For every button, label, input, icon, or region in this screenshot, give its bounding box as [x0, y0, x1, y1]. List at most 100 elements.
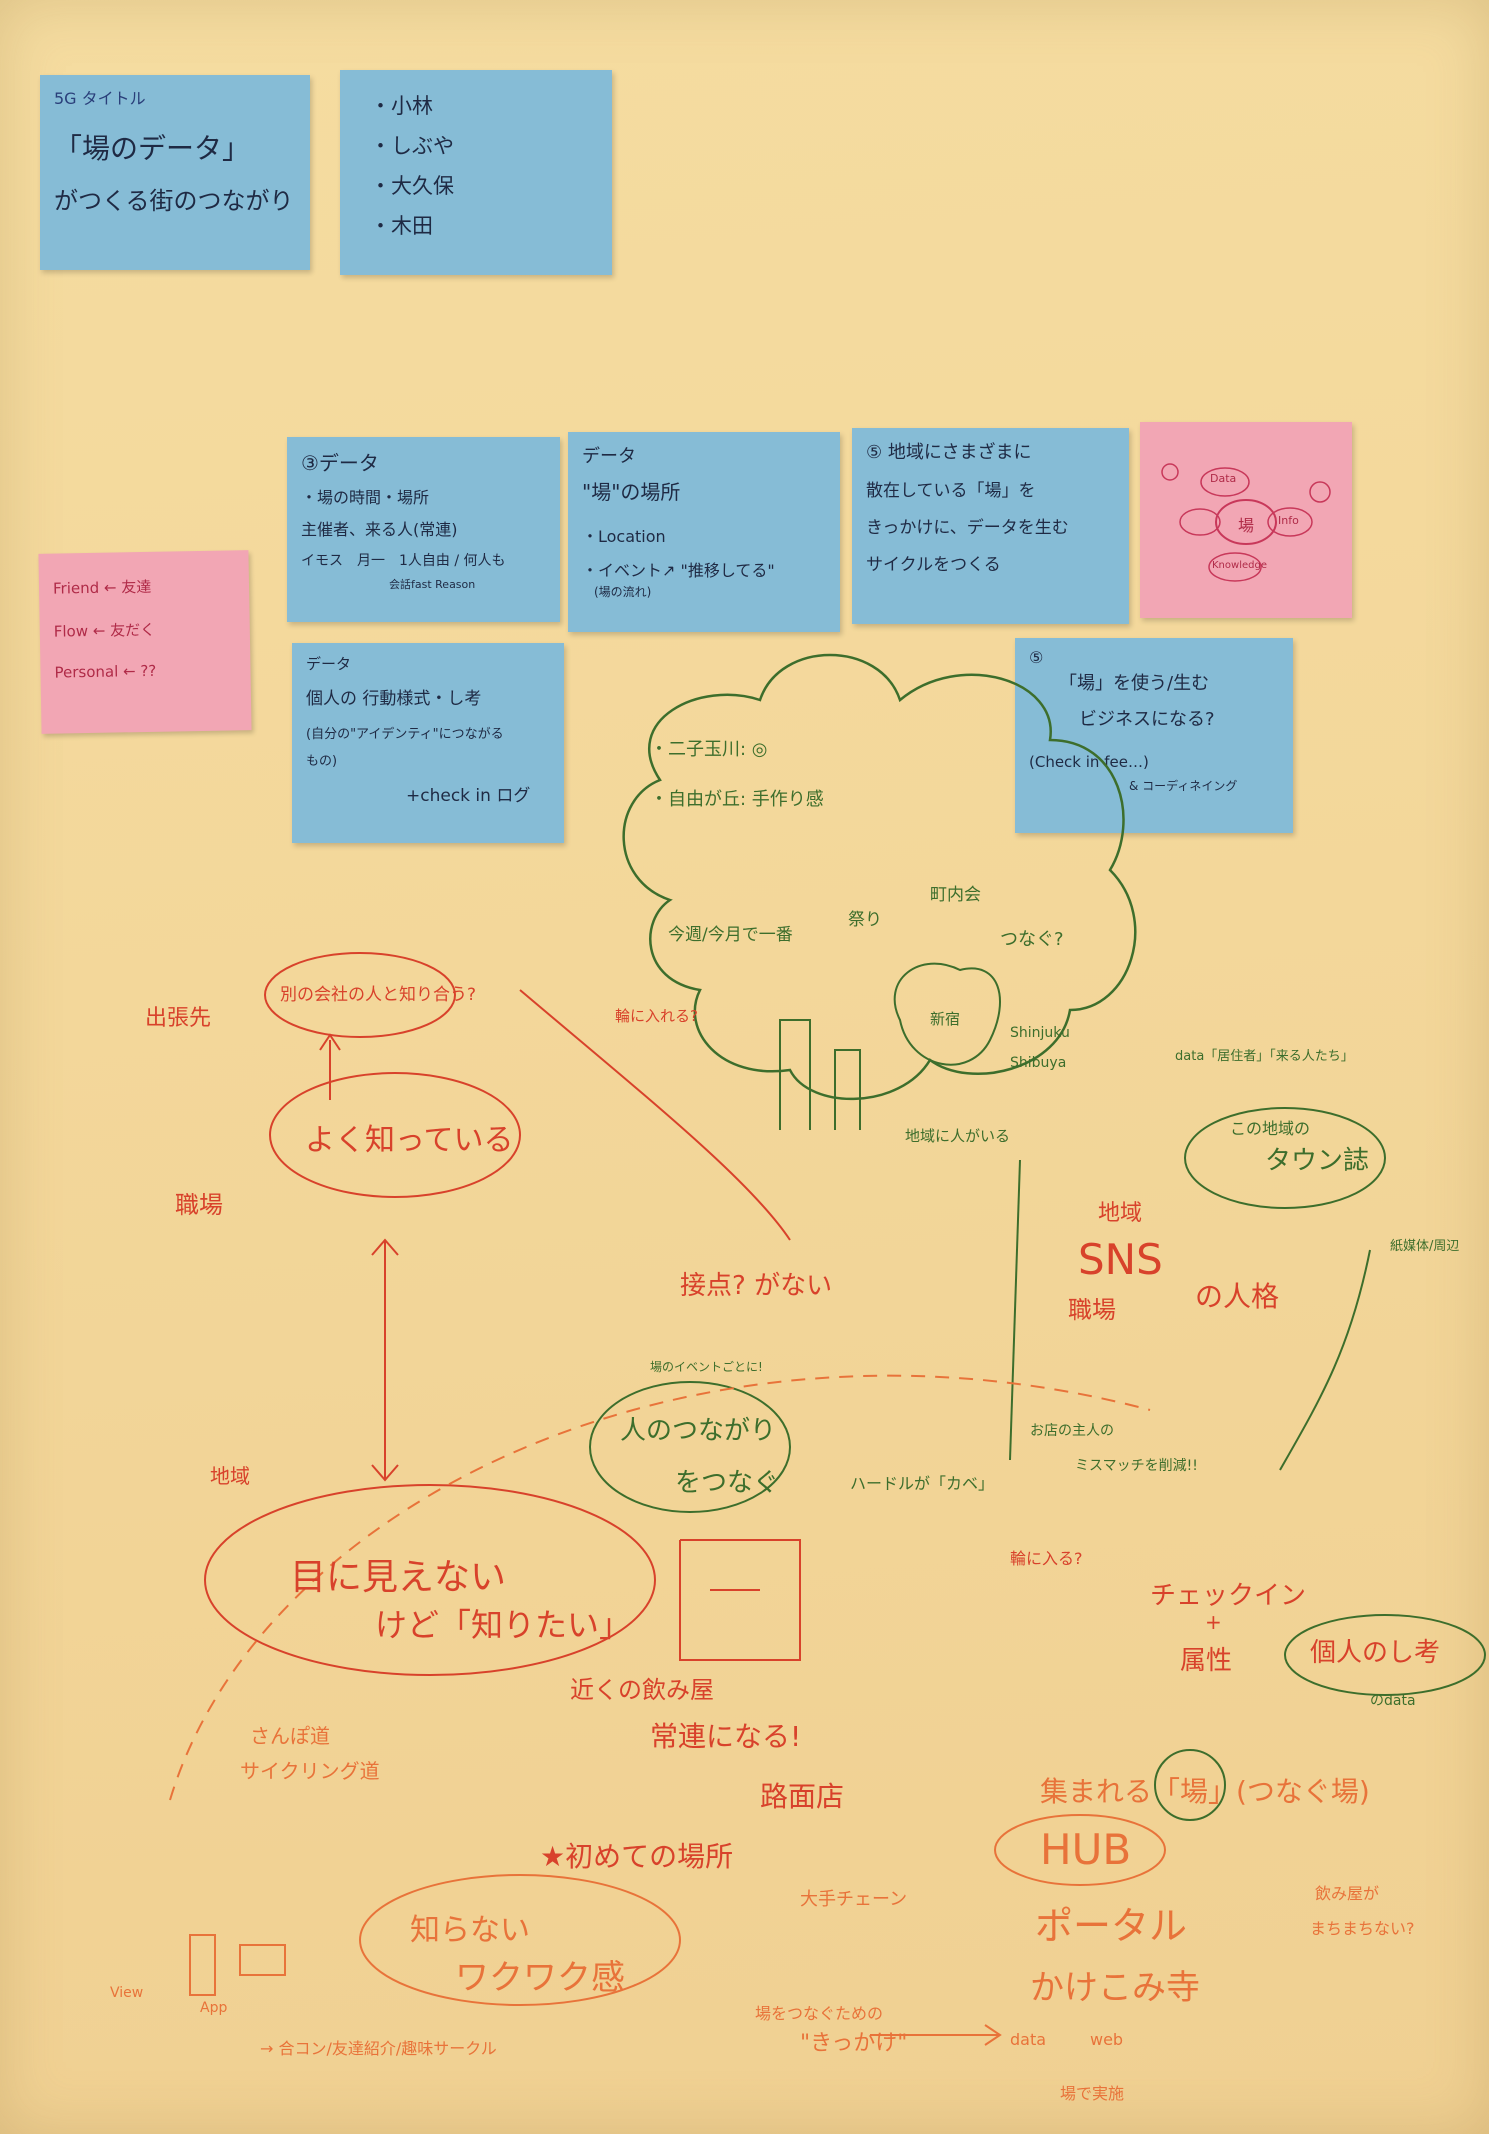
orange-label: さんぽ道 — [250, 1724, 330, 1748]
red-label: の人格 — [1195, 1280, 1280, 1313]
pink-map-label: Knowledge — [1212, 560, 1267, 571]
orange-arc — [169, 1374, 1151, 1801]
data-note-line: イモス 月一 1人自由 / 何人も — [301, 553, 506, 569]
green-cloud-label: 町内会 — [930, 885, 981, 905]
green-ellipse-hito — [589, 1381, 791, 1513]
hub-label: HUB — [1040, 1825, 1132, 1874]
red-shop — [679, 1539, 801, 1661]
red-label: + — [1205, 1610, 1222, 1634]
red-ellipse-betsu — [264, 952, 456, 1038]
green-cloud-label: 地域に人がいる — [905, 1127, 1011, 1145]
ominise-label: お店の主人の — [1030, 1423, 1114, 1439]
business-note-line: & コーディネイング — [1129, 779, 1238, 793]
red-label: 地域 — [1098, 1201, 1143, 1226]
green-cloud-label: 今週/今月で一番 — [668, 925, 793, 945]
green-cloud-label: つなぐ? — [1000, 929, 1064, 950]
red-label: 属性 — [1180, 1646, 1233, 1676]
green-cloud-label: Shibuya — [1010, 1055, 1067, 1071]
pink-map-label: Info — [1278, 514, 1299, 527]
cycle-note-text: 地域にさまざまに — [887, 442, 1032, 463]
cycle-note-line: サイクルをつくる — [866, 555, 1001, 575]
data-note-line: ・Location — [582, 527, 666, 546]
town-sub-label: 紙媒体/周辺 — [1390, 1239, 1460, 1254]
town-label: タウン誌 — [1265, 1146, 1370, 1176]
bottom-note: → 合コン/友達紹介/趣味サークル — [260, 2039, 497, 2058]
red-arrow-up — [319, 1033, 341, 1100]
bottom-data-label: data — [1010, 2030, 1047, 2049]
sticky-note-data-1: ③データ ・場の時間・場所 主催者、来る人(常連) イモス 月一 1人自由 / … — [287, 437, 560, 622]
red-double-arrow — [371, 1238, 399, 1482]
orange-label: 大手チェーン — [800, 1889, 908, 1910]
member-name: ・木田 — [370, 214, 433, 238]
view-label: View — [110, 1985, 144, 2001]
orange-ellipse-wakuwaku — [359, 1874, 681, 2006]
sticky-note-data-2: データ "場"の場所 ・Location ・イベント↗ "推移してる" (場の流… — [568, 432, 840, 632]
orange-label: サイクリング道 — [240, 1759, 380, 1783]
ominise-label-2: ミスマッチを削減!! — [1075, 1458, 1198, 1474]
orange-phone — [189, 1934, 286, 1996]
kabe-label: ハードルが「カベ」 — [850, 1474, 995, 1493]
green-cloud-label: 祭り — [848, 910, 882, 930]
data-note-line: (自分の"アイデンティ"につながる — [306, 727, 504, 742]
orange-bottom-arrow — [870, 2024, 1002, 2046]
kakekomi-label: かけこみ寺 — [1030, 1968, 1200, 2008]
bottom-bunsho-label: 場で実施 — [1060, 2084, 1125, 2103]
orange-label: 路面店 — [760, 1780, 845, 1813]
data-note-line: ・場の時間・場所 — [301, 488, 430, 507]
title-note-line-1: 「場のデータ」 — [54, 132, 251, 165]
red-label: 個人のし考 — [1310, 1638, 1441, 1668]
business-note-heading: ⑤ — [1029, 648, 1044, 667]
pink-map-label: Data — [1210, 472, 1237, 485]
data-note-line: ・イベント↗ "推移してる" — [582, 561, 775, 580]
business-note-line: (Check in fee…) — [1029, 753, 1149, 771]
data-note-heading: ③データ — [301, 451, 379, 475]
red-label: 近くの飲み屋 — [570, 1676, 714, 1704]
kikkake-top-label: 場をつなぐための — [755, 2004, 884, 2023]
red-label-big: よく知っている — [305, 1123, 514, 1158]
red-ellipse-meni — [204, 1484, 656, 1676]
red-label: 常連になる! — [650, 1720, 802, 1753]
data-note-line: +check in ログ — [406, 786, 531, 806]
data-note-line: (場の流れ) — [582, 585, 652, 599]
title-note-line-2: がつくる街のつながり — [54, 187, 294, 215]
hito-label-2: をつなぐ — [675, 1468, 780, 1498]
green-note: ・自由が丘: 手作り感 — [650, 789, 824, 810]
green-arrow-down — [1009, 1159, 1021, 1461]
red-label: 出張先 — [145, 1006, 212, 1031]
pink-map-label: 場 — [1238, 516, 1255, 535]
red-label-big: 目に見えない — [290, 1557, 507, 1598]
mind-map-doodle — [1161, 463, 1331, 582]
business-note-line: 「場」を使う/生む — [1059, 673, 1210, 694]
member-name: ・小林 — [370, 94, 433, 118]
red-ellipse-yoku — [269, 1072, 521, 1198]
sticky-note-cycle: ⑤ 地域にさまざまに 散在している「場」を きっかけに、データを生む サイクルを… — [852, 428, 1129, 624]
cycle-note-line: きっかけに、データを生む — [866, 518, 1069, 538]
red-label: チェックイン — [1150, 1581, 1307, 1611]
orange-label: 集まれる「場」(つなぐ場) — [1040, 1775, 1370, 1808]
data-note-line: 個人の 行動様式・し考 — [306, 689, 482, 709]
data-note-heading: データ — [582, 446, 636, 467]
orange-label: ★初めての場所 — [540, 1840, 734, 1873]
nomiya-label-2: まちまちない? — [1310, 1919, 1415, 1938]
nomiya-label: 飲み屋が — [1315, 1884, 1380, 1903]
green-ellipse-town — [1184, 1107, 1386, 1209]
orange-label-big: ワクワク感 — [455, 1958, 625, 1998]
sticky-note-title: 5G タイトル 「場のデータ」 がつくる街のつながり — [40, 75, 310, 270]
data-note-line: もの) — [306, 754, 338, 769]
sticky-note-business: ⑤ 「場」を使う/生む ビジネスになる? (Check in fee…) & コ… — [1015, 638, 1293, 833]
green-note: ・二子玉川: ◎ — [650, 739, 768, 760]
member-name: ・大久保 — [370, 174, 454, 198]
town-label-small: この地域の — [1230, 1119, 1311, 1138]
sticky-note-pink-right: Data 場 Info Knowledge — [1140, 422, 1352, 618]
red-label: 職場 — [1068, 1296, 1116, 1324]
red-label-big: けど「知りたい」 — [375, 1606, 632, 1644]
green-cloud — [622, 653, 1137, 1100]
data-note-heading: データ — [306, 655, 352, 673]
red-label: 接点? がない — [680, 1271, 833, 1301]
red-label: 地域 — [210, 1464, 250, 1488]
business-note-line: ビジネスになる? — [1079, 709, 1215, 730]
data-note-line: 主催者、来る人(常連) — [301, 520, 458, 539]
green-map — [893, 962, 1001, 1066]
